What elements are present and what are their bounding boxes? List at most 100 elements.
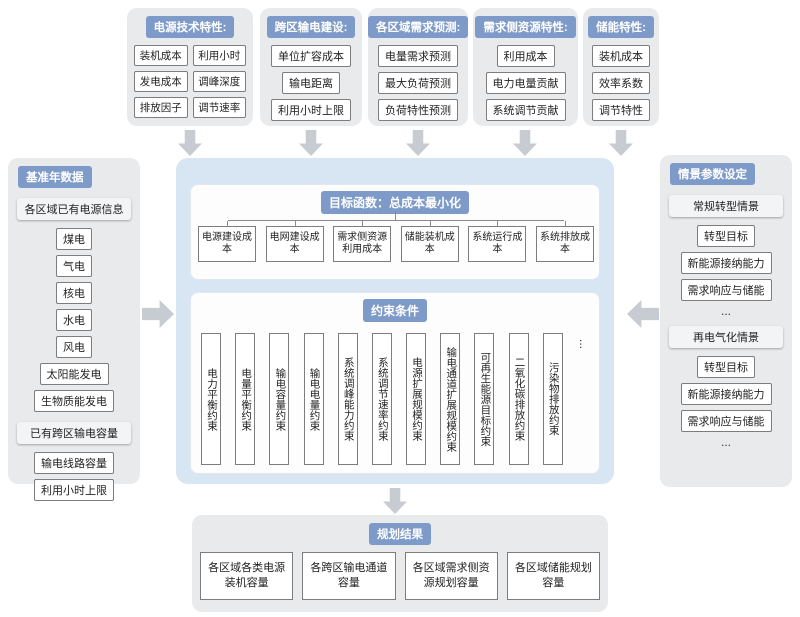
- panel-base-year-data-title: 基准年数据: [18, 166, 92, 188]
- item-box: 输电距离: [282, 72, 340, 94]
- panel-model-core: 目标函数：总成本最小化 电源建设成本 电网建设成本 需求侧资源利用成本 储能装机…: [176, 158, 614, 484]
- panel-scenario-parameters: 情景参数设定 常规转型情景 转型目标 新能源接纳能力 需求响应与储能 ... 再…: [660, 155, 792, 487]
- flow-arrow-left-icon: [627, 300, 659, 328]
- panel-transmission-build-title: 跨区输电建设:: [266, 16, 356, 38]
- panel-storage-characteristics: 储能特性: 装机成本 效率系数 调节特性: [583, 8, 659, 126]
- panel-transmission-build: 跨区输电建设: 单位扩容成本 输电距离 利用小时上限: [260, 8, 362, 126]
- item-box: 调节特性: [592, 99, 650, 121]
- item-box: 装机成本: [592, 45, 650, 67]
- flow-arrow-down-icon: [406, 130, 430, 156]
- constraint-items: 电力平衡约束 电量平衡约束 输电容量约束 输电电量约束 系统调峰能力约束 系统调…: [201, 333, 591, 465]
- panel-power-tech-items: 装机成本 利用小时 发电成本 调峰深度 排放因子 调节速率: [127, 45, 253, 118]
- panel-transmission-build-items: 单位扩容成本 输电距离 利用小时上限: [260, 45, 362, 121]
- item-box: 调节速率: [192, 97, 246, 118]
- item-box: 煤电: [56, 228, 92, 250]
- planning-result-items: 各区域各类电源装机容量 各跨区输电通道容量 各区域需求侧资源规划容量 各区域储能…: [192, 552, 608, 600]
- item-box: 排放因子: [134, 97, 188, 118]
- panel-demand-forecast-title: 各区域需求预测:: [368, 16, 469, 38]
- item-box: 各区域储能规划容量: [506, 552, 600, 600]
- item-box: 发电成本: [134, 71, 188, 92]
- item-box: 电力平衡约束: [201, 333, 221, 465]
- panel-demand-side-resource-items: 利用成本 电力电量贡献 系统调节贡献: [473, 45, 578, 121]
- flow-arrow-right-icon: [142, 300, 174, 328]
- item-box: 利用成本: [496, 45, 555, 67]
- item-box: 污染物排放约束: [542, 333, 563, 465]
- connector-line: [228, 220, 564, 221]
- item-box: 太阳能发电: [39, 363, 109, 385]
- flow-arrow-down-icon: [383, 488, 407, 514]
- item-box: 各跨区输电通道容量: [302, 552, 396, 600]
- item-box: 单位扩容成本: [271, 45, 351, 67]
- constraints-title: 约束条件: [362, 299, 427, 322]
- subheading-existing-transmission-capacity: 已有跨区输电容量: [17, 422, 131, 444]
- item-box: 效率系数: [592, 72, 650, 94]
- item-box: 系统调峰能力约束: [337, 333, 358, 465]
- panel-power-tech-title: 电源技术特性:: [145, 16, 235, 38]
- item-box: 输电容量约束: [269, 333, 290, 465]
- item-box: 需求侧资源利用成本: [333, 221, 392, 262]
- item-box: 调峰深度: [192, 71, 246, 92]
- item-box: 电源扩展规模约束: [406, 333, 427, 465]
- section-objective-function: 目标函数：总成本最小化 电源建设成本 电网建设成本 需求侧资源利用成本 储能装机…: [190, 184, 600, 280]
- item-box: 二氧化碳排放约束: [508, 333, 529, 465]
- item-box: 系统调节速率约束: [371, 333, 392, 465]
- flow-arrow-down-icon: [299, 130, 323, 156]
- item-box: 电力电量贡献: [485, 72, 566, 94]
- flow-arrow-down-icon: [178, 130, 202, 156]
- section-constraints: 约束条件 电力平衡约束 电量平衡约束 输电容量约束 输电电量约束 系统调峰能力约…: [190, 292, 600, 474]
- item-box: 风电: [56, 336, 92, 358]
- ellipsis-more: ...: [576, 339, 591, 350]
- panel-demand-side-resource: 需求侧资源特性: 利用成本 电力电量贡献 系统调节贡献: [473, 8, 578, 126]
- item-box: 利用小时上限: [271, 99, 351, 121]
- item-box: 各区域需求侧资源规划容量: [404, 552, 498, 600]
- item-box: 利用小时: [192, 45, 246, 66]
- item-box: 水电: [56, 309, 92, 331]
- item-box: 需求响应与储能: [680, 410, 772, 432]
- flow-arrow-down-icon: [609, 130, 633, 156]
- flow-arrow-down-icon: [513, 130, 537, 156]
- item-box: 电量需求预测: [378, 45, 458, 67]
- subheading-existing-power-info: 各区域已有电源信息: [17, 198, 131, 220]
- subheading-conventional-scenario: 常规转型情景: [669, 195, 783, 217]
- panel-storage-characteristics-items: 装机成本 效率系数 调节特性: [583, 45, 659, 121]
- item-box: 电源建设成本: [198, 221, 256, 262]
- connector-line: [395, 212, 396, 220]
- item-box: 储能装机成本: [400, 221, 459, 262]
- item-box: 输电电量约束: [303, 333, 324, 465]
- item-box: 系统排放成本: [535, 221, 594, 262]
- ellipsis-more: ...: [720, 435, 731, 449]
- planning-results-title: 规划结果: [369, 523, 431, 545]
- item-box: 系统调节贡献: [485, 99, 566, 121]
- objective-function-title: 目标函数：总成本最小化: [320, 191, 469, 214]
- item-box: 生物质能发电: [34, 390, 114, 412]
- objective-cost-items: 电源建设成本 电网建设成本 需求侧资源利用成本 储能装机成本 系统运行成本 系统…: [198, 221, 594, 262]
- item-box: 转型目标: [697, 225, 755, 247]
- item-box: 电量平衡约束: [235, 333, 256, 465]
- item-box: 装机成本: [134, 45, 188, 66]
- item-box: 需求响应与储能: [680, 279, 772, 301]
- item-box: 利用小时上限: [34, 479, 114, 501]
- item-box: 负荷特性预测: [378, 99, 458, 121]
- panel-demand-forecast-items: 电量需求预测 最大负荷预测 负荷特性预测: [368, 45, 468, 121]
- item-box: 转型目标: [697, 356, 755, 378]
- panel-storage-characteristics-title: 储能特性:: [588, 16, 654, 38]
- item-box: 输电线路容量: [34, 452, 114, 474]
- item-box: 气电: [56, 255, 92, 277]
- panel-base-year-data: 基准年数据 各区域已有电源信息 煤电 气电 核电 水电 风电 太阳能发电 生物质…: [8, 158, 140, 501]
- item-box: 核电: [56, 282, 92, 304]
- subheading-re-electrification-scenario: 再电气化情景: [669, 326, 783, 348]
- item-box: 最大负荷预测: [378, 72, 458, 94]
- panel-scenario-parameters-title: 情景参数设定: [670, 163, 755, 185]
- item-box: 各区域各类电源装机容量: [200, 552, 294, 600]
- panel-power-tech: 电源技术特性: 装机成本 利用小时 发电成本 调峰深度 排放因子 调节速率: [127, 8, 253, 126]
- item-box: 输电通道扩展规模约束: [440, 333, 461, 465]
- item-box: 可再生能源目标约束: [474, 333, 495, 465]
- panel-planning-results: 规划结果 各区域各类电源装机容量 各跨区输电通道容量 各区域需求侧资源规划容量 …: [192, 515, 608, 612]
- item-box: 新能源接纳能力: [680, 383, 772, 405]
- panel-demand-side-resource-title: 需求侧资源特性:: [475, 16, 576, 38]
- item-box: 系统运行成本: [468, 221, 527, 262]
- panel-demand-forecast: 各区域需求预测: 电量需求预测 最大负荷预测 负荷特性预测: [368, 8, 469, 126]
- ellipsis-more: ...: [720, 304, 731, 318]
- item-box: 新能源接纳能力: [680, 252, 772, 274]
